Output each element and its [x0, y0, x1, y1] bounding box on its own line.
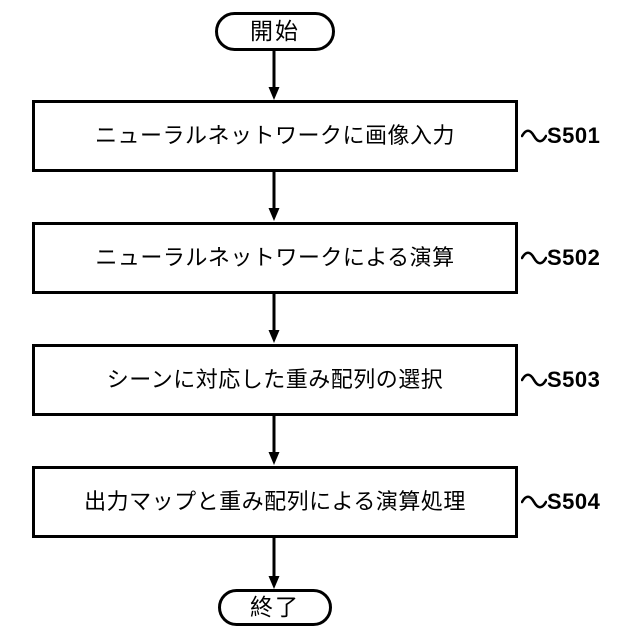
process-box-s504-label: 出力マップと重み配列による演算処理 [84, 489, 466, 514]
start-terminal-label: 開始 [250, 18, 300, 44]
connector-arrow-s502-to-s503 [268, 294, 280, 343]
step-reference-s501: S501 [521, 121, 600, 151]
end-terminal-label: 終了 [250, 594, 300, 620]
connector-arrow-start-to-s501 [268, 51, 280, 100]
step-reference-s502: S502 [521, 243, 600, 273]
connector-arrow-s504-to-end [268, 538, 280, 589]
process-box-s504: 出力マップと重み配列による演算処理 [32, 466, 518, 538]
step-reference-s504-text: S504 [547, 489, 601, 514]
process-box-s503: シーンに対応した重み配列の選択 [32, 344, 518, 416]
tilde-connector-icon [521, 129, 547, 143]
step-reference-s502-text: S502 [547, 245, 601, 270]
step-reference-s501-text: S501 [547, 123, 601, 148]
connector-arrow-s501-to-s502 [268, 172, 280, 221]
step-reference-s503: S503 [521, 365, 600, 395]
process-box-s503-label: シーンに対応した重み配列の選択 [106, 367, 444, 392]
step-reference-s504: S504 [521, 487, 600, 517]
start-terminal: 開始 [215, 12, 335, 51]
process-box-s501-label: ニューラルネットワークに画像入力 [94, 123, 455, 148]
process-box-s502-label: ニューラルネットワークによる演算 [95, 245, 455, 270]
tilde-connector-icon [521, 373, 547, 387]
process-box-s501: ニューラルネットワークに画像入力 [32, 100, 518, 172]
end-terminal: 終了 [218, 589, 332, 626]
connector-arrow-s503-to-s504 [268, 416, 280, 465]
process-box-s502: ニューラルネットワークによる演算 [32, 222, 518, 294]
tilde-connector-icon [521, 251, 547, 265]
tilde-connector-icon [521, 495, 547, 509]
step-reference-s503-text: S503 [547, 367, 601, 392]
